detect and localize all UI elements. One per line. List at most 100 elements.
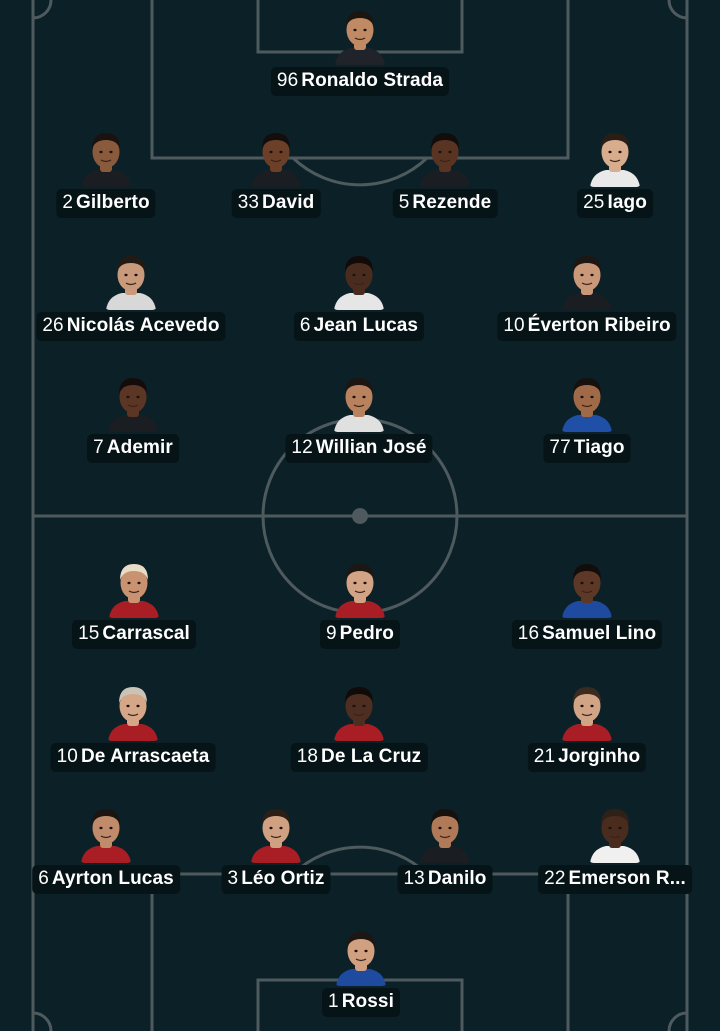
player-number: 5 [398, 192, 410, 213]
player-number: 9 [325, 623, 337, 644]
player-photo [333, 558, 387, 618]
player-photo [418, 803, 472, 863]
player-photo [332, 681, 386, 741]
player-name: Samuel Lino [542, 623, 657, 644]
player-number: 33 [237, 192, 260, 213]
player-name: Emerson R... [568, 868, 686, 889]
player-photo [332, 372, 386, 432]
player-photo [79, 803, 133, 863]
player-name: Ayrton Lucas [51, 868, 174, 889]
player-number: 15 [78, 623, 100, 644]
top-penalty-box [150, 0, 570, 160]
player-photo [106, 372, 160, 432]
player-photo [588, 127, 642, 187]
player-name: Tiago [573, 437, 625, 458]
player-name: Rezende [412, 192, 492, 213]
player-photo [334, 926, 388, 986]
player-name: Pedro [339, 623, 395, 644]
player-name: De La Cruz [321, 746, 422, 767]
player-name: Carrascal [102, 623, 190, 644]
player-number: 7 [93, 437, 104, 458]
player-number: 10 [56, 746, 78, 767]
player-number: 1 [328, 991, 339, 1012]
bottom-penalty-box [150, 872, 570, 1031]
player-number: 96 [276, 70, 299, 91]
player-photo [560, 558, 614, 618]
player-number: 16 [517, 623, 540, 644]
player-number: 22 [544, 868, 566, 889]
player-number: 26 [42, 315, 64, 336]
player-photo [332, 250, 386, 310]
player-number: 21 [533, 746, 556, 767]
player-photo [104, 250, 158, 310]
player-photo [560, 372, 614, 432]
player-photo [107, 558, 161, 618]
player-name: Nicolás Acevedo [66, 315, 220, 336]
player-photo [560, 681, 614, 741]
player-name: Ademir [106, 437, 173, 458]
player-number: 13 [403, 868, 425, 889]
player-name: Ronaldo Strada [301, 70, 444, 91]
player-photo [333, 5, 387, 65]
player-name: David [262, 192, 315, 213]
corner-arc-bottom-left [32, 1011, 53, 1031]
player-name: Jean Lucas [313, 315, 419, 336]
corner-arc-top-right [667, 0, 688, 20]
corner-arc-top-left [32, 0, 53, 20]
player-number: 77 [549, 437, 571, 458]
player-name: Jorginho [558, 746, 641, 767]
player-number: 2 [62, 192, 74, 213]
bottom-penalty-arc [291, 845, 429, 876]
player-number: 25 [583, 192, 605, 213]
player-photo [106, 681, 160, 741]
player-number: 12 [291, 437, 313, 458]
player-name: Éverton Ribeiro [527, 315, 671, 336]
player-name: De Arrascaeta [80, 746, 210, 767]
player-photo [560, 250, 614, 310]
player-number: 18 [296, 746, 319, 767]
player-number: 10 [503, 315, 525, 336]
player-name: Rossi [341, 991, 394, 1012]
player-name: Danilo [427, 868, 487, 889]
